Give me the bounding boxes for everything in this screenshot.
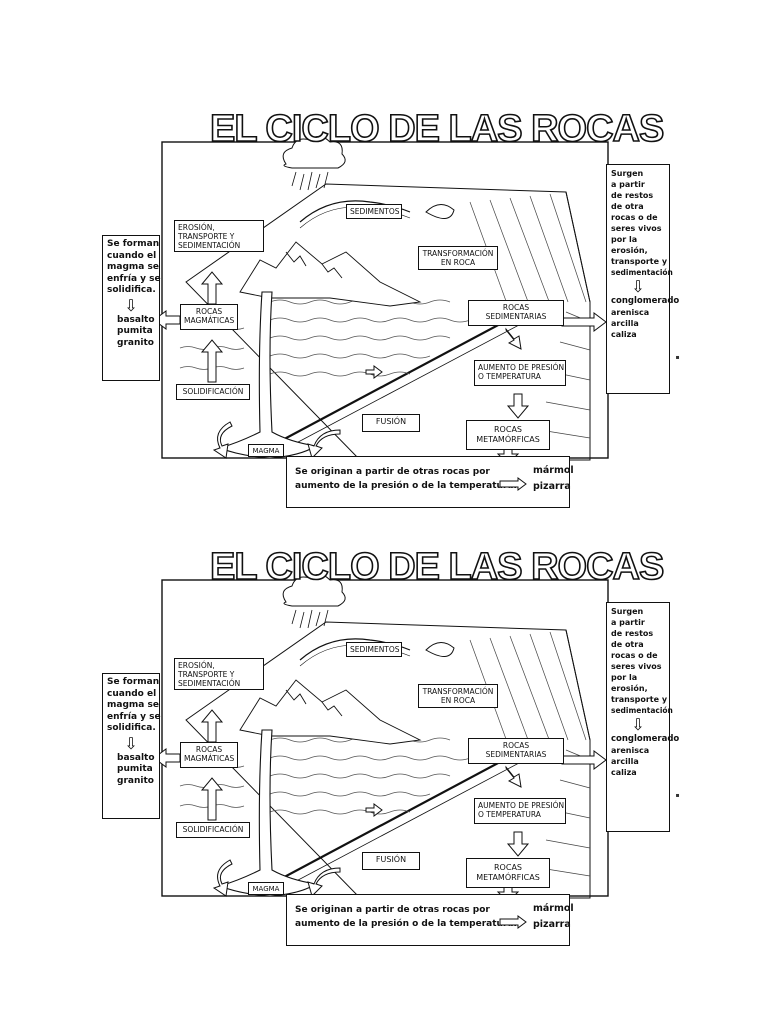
edge-mark: ▪ <box>674 354 681 361</box>
rocas-sedimentarias-box: ROCAS SEDIMENTARIAS <box>468 300 564 326</box>
mountains <box>239 241 422 307</box>
down-arrow-icon: ⇩ <box>631 715 645 734</box>
down-arrow-icon: ⇩ <box>124 733 138 753</box>
erosion-box: EROSIÓN, TRANSPORTE Y SEDIMENTACIÓN <box>174 220 264 252</box>
rocas-sedimentarias-box: ROCAS SEDIMENTARIAS <box>468 738 564 764</box>
rain-cloud <box>282 574 346 629</box>
bottom-panel-metamorphic: Se originan a partir de otras rocas por … <box>286 456 574 508</box>
aumento-presion-box: AUMENTO DE PRESIÓN O TEMPERATURA <box>474 360 566 386</box>
rain-cloud <box>282 136 346 191</box>
right-arrow-icon <box>499 915 527 929</box>
rocas-magmaticas-box: ROCAS MAGMÁTICAS <box>180 304 238 330</box>
magma-box: MAGMA <box>248 444 284 457</box>
subduction-line <box>259 745 531 891</box>
transformacion-box: TRANSFORMACIÓN EN ROCA <box>418 246 498 270</box>
diagram-title: EL CICLO DE LAS ROCAS <box>209 545 665 589</box>
rocas-magmaticas-box: ROCAS MAGMÁTICAS <box>180 742 238 768</box>
bottom-panel-metamorphic: Se originan a partir de otras rocas por … <box>286 894 574 946</box>
mountains <box>239 679 422 745</box>
rock-cycle-sheet-1: EL CICLO DE LAS ROCAS EROSIÓN, TRANSPORT… <box>90 92 681 510</box>
fusion-box: FUSIÓN <box>362 852 420 870</box>
rocas-metamorficas-box: ROCAS METAMÓRFICAS <box>466 420 550 450</box>
fusion-box: FUSIÓN <box>362 414 420 432</box>
left-panel-igneous: Se forman cuando el magma se enfría y se… <box>102 673 161 819</box>
right-panel-sedimentary: Surgen a partir de restos de otra rocas … <box>606 602 679 832</box>
transformacion-box: TRANSFORMACIÓN EN ROCA <box>418 684 498 708</box>
erosion-box: EROSIÓN, TRANSPORTE Y SEDIMENTACIÓN <box>174 658 264 690</box>
subduction-line <box>259 307 531 453</box>
aumento-presion-box: AUMENTO DE PRESIÓN O TEMPERATURA <box>474 798 566 824</box>
sedimentos-box: SEDIMENTOS <box>346 204 402 219</box>
magma-conduit <box>218 291 318 459</box>
down-arrow-icon: ⇩ <box>124 295 138 315</box>
solidificacion-box: SOLIDIFICACIÓN <box>176 822 250 838</box>
landscape-illustration <box>153 574 609 903</box>
down-arrow-icon: ⇩ <box>631 277 645 296</box>
rocas-metamorficas-box: ROCAS METAMÓRFICAS <box>466 858 550 888</box>
rock-cycle-sheet-2: EL CICLO DE LAS ROCAS EROSIÓN, TRANSPORT… <box>90 530 681 948</box>
diagram-title: EL CICLO DE LAS ROCAS <box>209 107 665 151</box>
edge-mark: ▪ <box>674 792 681 799</box>
magma-conduit <box>218 729 318 897</box>
landscape-illustration <box>153 136 609 465</box>
process-arrows <box>153 709 607 903</box>
right-arrow-icon <box>499 477 527 491</box>
left-panel-igneous: Se forman cuando el magma se enfría y se… <box>102 235 161 381</box>
magma-box: MAGMA <box>248 882 284 895</box>
sedimentos-box: SEDIMENTOS <box>346 642 402 657</box>
solidificacion-box: SOLIDIFICACIÓN <box>176 384 250 400</box>
right-panel-sedimentary: Surgen a partir de restos de otra rocas … <box>606 164 679 394</box>
